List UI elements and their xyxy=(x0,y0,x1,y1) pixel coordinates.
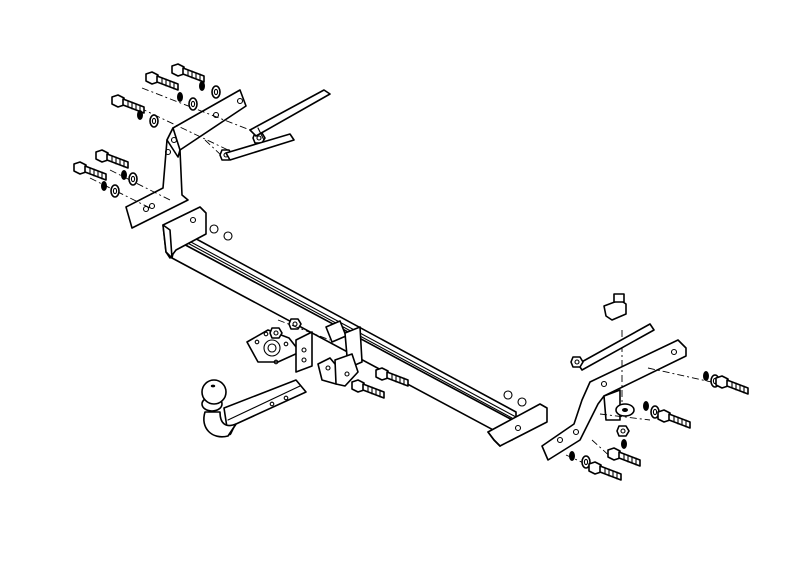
cross-beam xyxy=(162,206,548,447)
hex-bolt-icon xyxy=(95,149,129,169)
hex-nut-icon xyxy=(269,327,283,339)
center-clamp-brackets xyxy=(317,353,359,387)
washer-icon xyxy=(149,114,159,128)
spring-washer-icon xyxy=(121,170,127,180)
hex-bolt-icon xyxy=(715,375,749,395)
tow-ball-icon xyxy=(201,379,227,405)
right-mounting-bracket xyxy=(541,339,687,461)
hex-bolt-icon xyxy=(145,71,179,91)
spring-washer-icon xyxy=(177,92,183,102)
hex-nut-icon xyxy=(288,318,302,330)
hex-nut-icon xyxy=(570,356,584,368)
washer-icon xyxy=(110,184,120,198)
hex-bolt-icon xyxy=(73,161,107,181)
spring-washer-icon xyxy=(569,451,575,461)
washer-icon xyxy=(128,172,138,186)
hex-bolt-icon xyxy=(351,379,385,399)
washer-icon xyxy=(188,97,198,111)
right-hardware xyxy=(569,356,749,481)
hex-bolt-icon xyxy=(657,409,691,429)
hex-bolt-icon xyxy=(171,63,205,83)
spring-washer-icon xyxy=(703,371,709,381)
hex-nut-icon xyxy=(616,425,630,437)
spring-washer-icon xyxy=(621,439,627,449)
left-bolt-plates xyxy=(225,89,331,161)
hex-bolt-icon xyxy=(588,461,622,481)
hex-bolt-icon xyxy=(607,447,641,467)
tow-ball-arm xyxy=(201,379,307,438)
spring-washer-icon xyxy=(643,401,649,411)
socket-plate-bracket xyxy=(246,329,313,373)
right-bolt-plate xyxy=(577,293,655,371)
spring-washer-icon xyxy=(199,81,205,91)
spring-washer-icon xyxy=(137,110,143,120)
spring-washer-icon xyxy=(101,181,107,191)
washer-icon xyxy=(211,85,221,99)
